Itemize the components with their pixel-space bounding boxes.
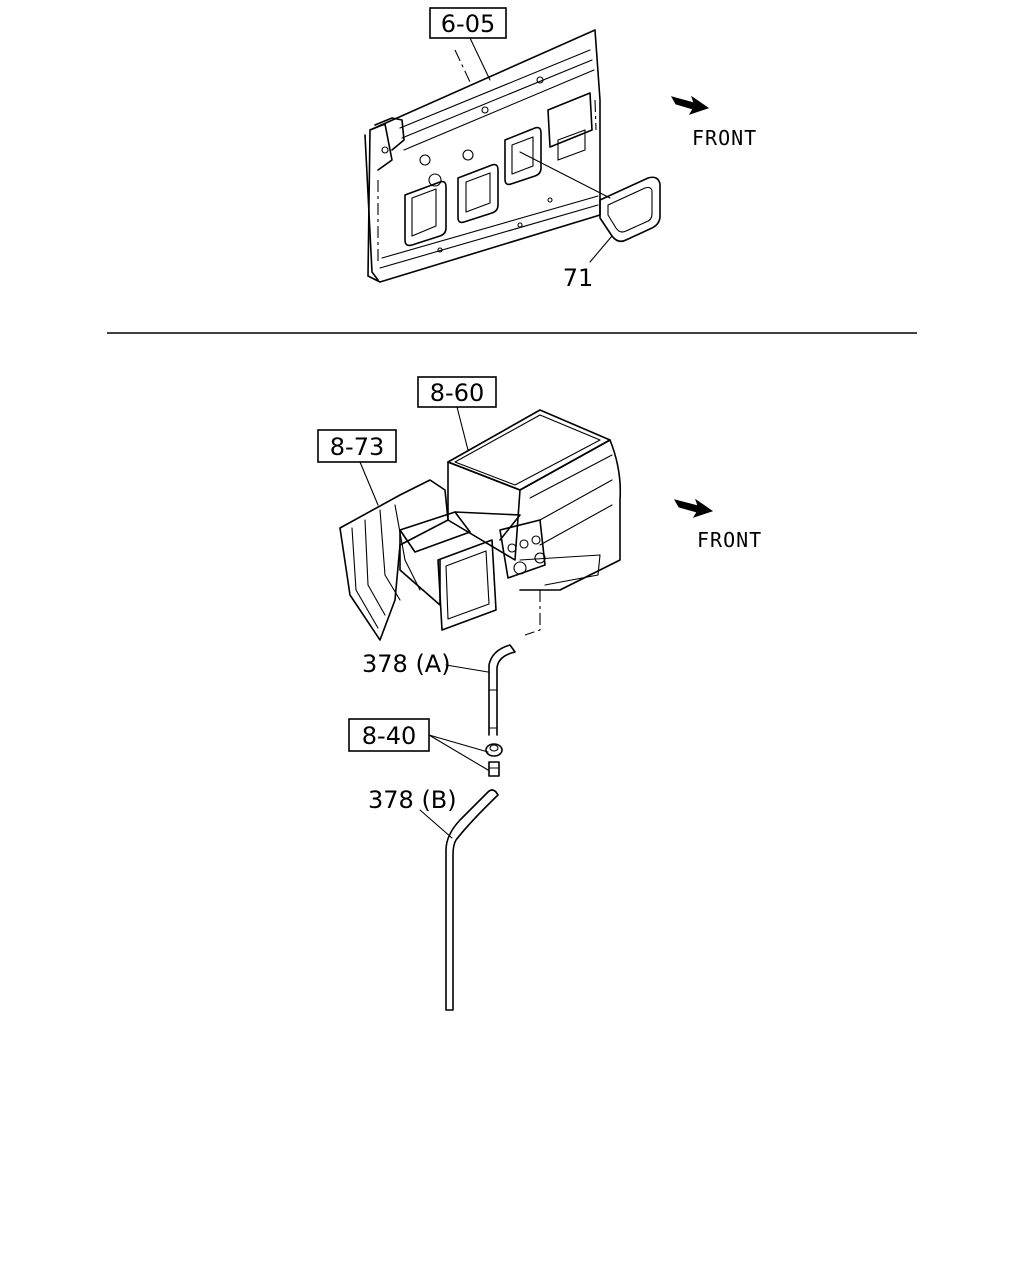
- front-arrow-icon: [670, 95, 710, 115]
- ref-box-8-73: [317, 429, 397, 506]
- part-label-378b: 378 (B): [368, 786, 457, 814]
- ref-box-8-40: [348, 718, 489, 771]
- top-section: 6-05 71 FRONT: [364, 7, 757, 292]
- ref-label-8-73: 8-73: [330, 433, 384, 461]
- ref-box-8-60: [417, 376, 497, 451]
- drain-hose-a-drawing: [445, 644, 516, 736]
- gasket-71-drawing: [519, 151, 661, 263]
- bottom-section: 8-60 8-73 378 (A) 8-40: [317, 376, 762, 1011]
- ref-label-8-60: 8-60: [430, 379, 484, 407]
- part-label-71: 71: [563, 264, 594, 292]
- front-label-top: FRONT: [692, 126, 757, 150]
- drain-hose-b-drawing: [419, 789, 499, 1011]
- front-label-bottom: FRONT: [697, 528, 762, 552]
- ref-label-8-40: 8-40: [362, 722, 416, 750]
- clamp-connector-drawing: [485, 743, 503, 777]
- part-label-378a: 378 (A): [362, 650, 451, 678]
- front-arrow-icon: [673, 498, 714, 518]
- dash-panel-drawing: [364, 29, 601, 283]
- ref-box-6-05: [429, 7, 507, 81]
- heater-unit-drawing: [339, 409, 622, 641]
- ref-label-6-05: 6-05: [441, 10, 495, 38]
